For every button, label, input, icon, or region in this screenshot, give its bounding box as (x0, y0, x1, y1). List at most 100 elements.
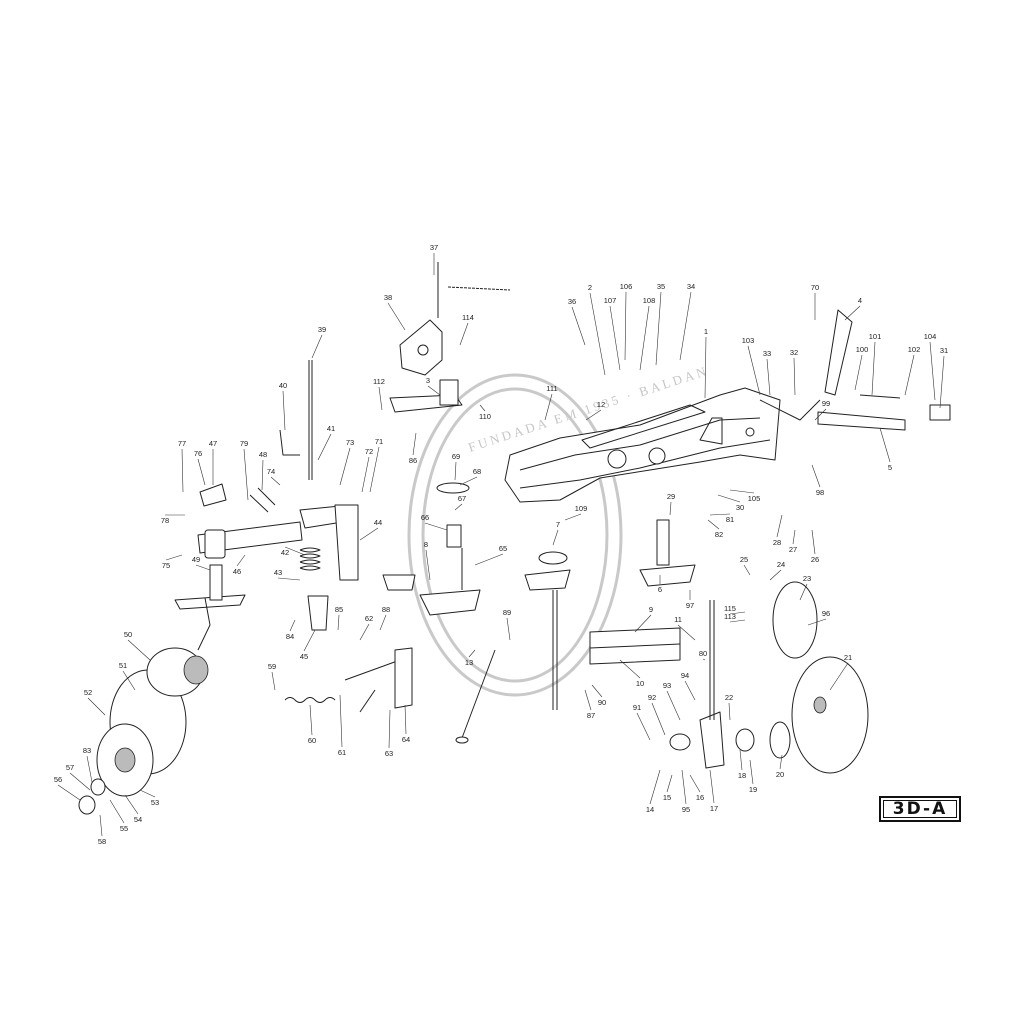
callout-55: 55 (109, 799, 128, 833)
callout-number-92: 92 (648, 693, 656, 702)
callout-number-105: 105 (748, 494, 761, 503)
callout-number-23: 23 (803, 574, 811, 583)
callout-48: 48 (259, 450, 267, 491)
callout-number-39: 39 (318, 325, 326, 334)
callout-leader-111 (544, 393, 553, 421)
callout-65: 65 (474, 544, 507, 566)
callout-51: 51 (119, 661, 136, 691)
callout-leader-21 (829, 662, 849, 691)
callout-number-4: 4 (858, 296, 862, 305)
callout-25: 25 (740, 555, 751, 576)
callout-leader-43 (277, 577, 301, 581)
callout-number-19: 19 (749, 785, 757, 794)
callout-leader-13 (468, 649, 476, 658)
callout-100: 100 (854, 345, 868, 391)
callout-number-15: 15 (663, 793, 671, 802)
callout-leader-109 (564, 513, 582, 521)
right-disc-assembly (639, 519, 869, 774)
callout-leader-15 (666, 774, 673, 793)
callout-17: 17 (709, 769, 718, 813)
callout-42: 42 (281, 546, 306, 557)
callout-46: 46 (233, 554, 246, 576)
center-linkage (382, 482, 571, 744)
callout-leader-44 (359, 527, 379, 541)
callout-number-79: 79 (240, 439, 248, 448)
callout-number-20: 20 (776, 770, 784, 779)
callout-leader-112 (378, 386, 383, 411)
callout-leader-110 (479, 404, 486, 412)
callout-number-103: 103 (742, 336, 755, 345)
callout-number-9: 9 (649, 605, 653, 614)
callout-number-80: 80 (699, 649, 707, 658)
callout-leader-39 (311, 334, 323, 359)
left-arm-assembly (174, 483, 303, 610)
callout-leader-24 (769, 569, 782, 581)
callout-number-31: 31 (940, 346, 948, 355)
callout-leader-107 (609, 305, 621, 371)
callout-101: 101 (869, 332, 881, 396)
callout-number-77: 77 (178, 439, 186, 448)
callout-number-84: 84 (286, 632, 294, 641)
callout-16: 16 (689, 774, 704, 802)
callout-number-61: 61 (338, 748, 346, 757)
callout-number-106: 106 (620, 282, 633, 291)
callout-number-73: 73 (346, 438, 354, 447)
callout-number-69: 69 (452, 452, 460, 461)
callout-number-17: 17 (710, 804, 718, 813)
callout-72: 72 (361, 447, 373, 493)
callout-32: 32 (790, 348, 798, 396)
callout-number-74: 74 (267, 467, 275, 476)
callout-38: 38 (384, 293, 406, 331)
callout-number-62: 62 (365, 614, 373, 623)
callout-leader-115 (729, 611, 746, 615)
callout-85: 85 (335, 605, 343, 631)
callout-66: 66 (421, 513, 448, 531)
callout-leader-8 (425, 549, 431, 581)
callout-leader-74 (270, 476, 281, 486)
callout-leader-82 (707, 519, 720, 530)
callout-61: 61 (338, 694, 346, 757)
callout-leader-92 (651, 702, 666, 736)
callout-4: 4 (844, 296, 862, 321)
callout-77: 77 (178, 439, 186, 493)
callout-24: 24 (769, 560, 785, 581)
callout-leader-40 (282, 390, 286, 431)
callout-69: 69 (452, 452, 460, 481)
callout-number-91: 91 (633, 703, 641, 712)
callout-leader-19 (749, 759, 754, 785)
callout-108: 108 (639, 296, 655, 371)
callout-leader-93 (666, 690, 681, 721)
callout-number-112: 112 (373, 377, 385, 386)
callout-number-37: 37 (430, 243, 438, 252)
callout-number-67: 67 (458, 494, 466, 503)
callout-number-50: 50 (124, 630, 132, 639)
callout-47: 47 (209, 439, 217, 485)
callout-leader-99 (814, 408, 827, 421)
callout-86: 86 (409, 432, 417, 465)
callout-number-86: 86 (409, 456, 417, 465)
callout-leader-53 (139, 789, 156, 798)
callout-number-59: 59 (268, 662, 276, 671)
callout-leader-5 (879, 427, 891, 463)
callout-number-46: 46 (233, 567, 241, 576)
callout-number-41: 41 (327, 424, 335, 433)
callout-75: 75 (162, 554, 183, 570)
callout-49: 49 (192, 555, 211, 571)
callout-leader-59 (271, 671, 276, 691)
callout-81: 81 (709, 513, 734, 524)
callout-leader-106 (624, 291, 627, 361)
callout-11: 11 (674, 615, 696, 641)
callout-number-71: 71 (375, 437, 383, 446)
callout-45: 45 (300, 629, 316, 661)
callout-leader-32 (793, 357, 796, 396)
callout-39: 39 (311, 325, 326, 359)
callout-leader-57 (69, 772, 91, 791)
callout-number-113: 113 (724, 612, 736, 621)
callout-leader-96 (807, 618, 827, 626)
callout-number-96: 96 (822, 609, 830, 618)
callout-leader-69 (454, 461, 457, 481)
callout-number-8: 8 (424, 540, 428, 549)
sheet-code: 3D-A (892, 799, 948, 819)
callout-79: 79 (240, 439, 249, 501)
callout-29: 29 (667, 492, 675, 516)
